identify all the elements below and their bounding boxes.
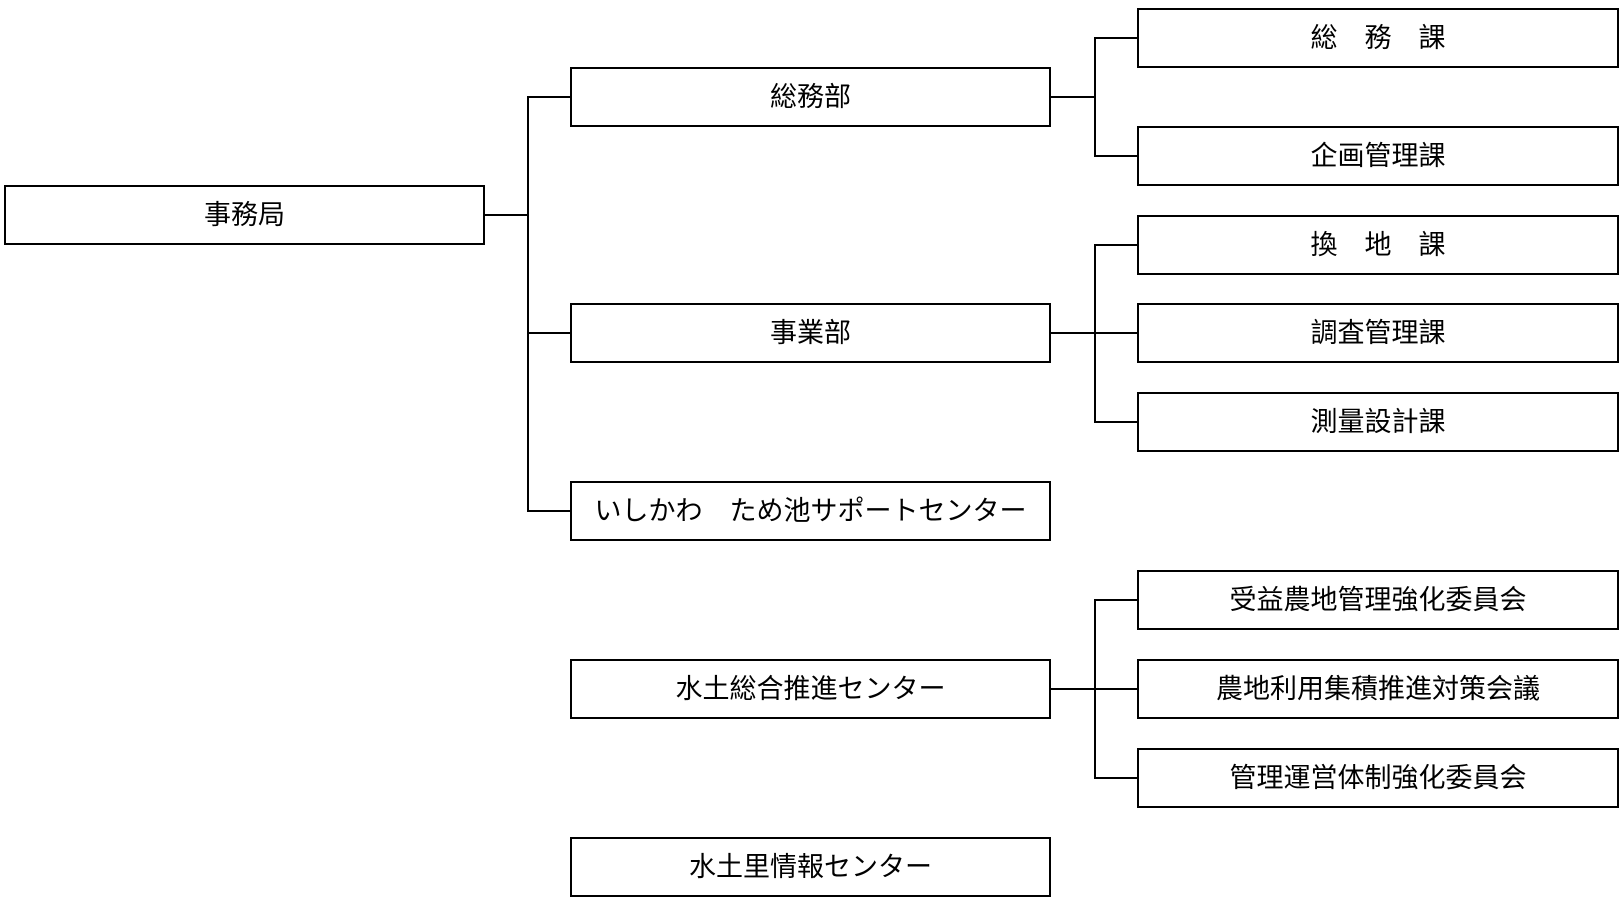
connector-to-beneficiary-farmland [1094, 599, 1137, 601]
connector-to-pond-support [527, 510, 570, 512]
division-label: 総務部 [770, 81, 851, 113]
section-box-survey-management: 調査管理課 [1137, 303, 1619, 363]
division-label: 事業部 [770, 317, 851, 349]
connector-general-affairs-out [1051, 96, 1095, 98]
division-label: 水土総合推進センター [675, 673, 946, 705]
connector-to-general-affairs-section [1094, 37, 1137, 39]
section-box-planning-management: 企画管理課 [1137, 126, 1619, 186]
division-box-water-soil-promotion: 水土総合推進センター [570, 659, 1051, 719]
connector-to-management-operations [1094, 777, 1137, 779]
section-box-land-replotting: 換 地 課 [1137, 215, 1619, 275]
committee-box-farmland-consolidation: 農地利用集積推進対策会議 [1137, 659, 1619, 719]
committee-label: 受益農地管理強化委員会 [1229, 584, 1527, 616]
division-label: 水土里情報センター [689, 851, 932, 883]
root-box: 事務局 [4, 185, 485, 245]
connector-general-affairs-trunk [1094, 37, 1096, 156]
committee-label: 農地利用集積推進対策会議 [1216, 673, 1540, 705]
committee-box-management-operations: 管理運営体制強化委員会 [1137, 748, 1619, 808]
section-box-general-affairs-section: 総 務 課 [1137, 8, 1619, 68]
section-label: 総 務 課 [1310, 22, 1446, 54]
division-box-pond-support: いしかわ ため池サポートセンター [570, 481, 1051, 541]
connector-to-general-affairs [527, 96, 570, 98]
connector-root-trunk [527, 96, 529, 512]
connector-to-operations [527, 332, 570, 334]
section-box-surveying-design: 測量設計課 [1137, 392, 1619, 452]
section-label: 調査管理課 [1310, 317, 1446, 349]
connector-root-out [485, 214, 528, 216]
committee-box-beneficiary-farmland: 受益農地管理強化委員会 [1137, 570, 1619, 630]
division-box-general-affairs: 総務部 [570, 67, 1051, 127]
root-label: 事務局 [204, 199, 285, 231]
connector-to-planning-management [1094, 155, 1137, 157]
division-label: いしかわ ため池サポートセンター [594, 495, 1027, 527]
division-box-water-soil-info: 水土里情報センター [570, 837, 1051, 897]
connector-operations-trunk [1094, 244, 1096, 422]
section-label: 測量設計課 [1310, 406, 1446, 438]
division-box-operations: 事業部 [570, 303, 1051, 363]
section-label: 換 地 課 [1310, 229, 1446, 261]
connector-to-surveying-design [1094, 421, 1137, 423]
section-label: 企画管理課 [1310, 140, 1446, 172]
connector-water-soil-promotion-trunk [1094, 599, 1096, 778]
committee-label: 管理運営体制強化委員会 [1229, 762, 1527, 794]
connector-to-land-replotting [1094, 244, 1137, 246]
